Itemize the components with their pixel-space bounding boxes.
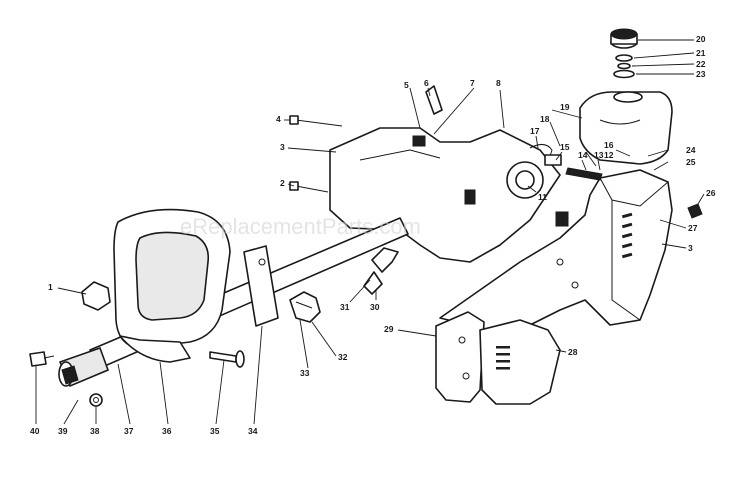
engine-housing [439, 169, 673, 331]
watermark: eReplacementParts.com [180, 214, 421, 239]
callout-38: 38 [90, 426, 100, 436]
nut-38 [89, 393, 103, 407]
callout-37: 37 [124, 426, 134, 436]
callout-3-left: 3 [280, 142, 285, 152]
callout-39: 39 [58, 426, 68, 436]
callout-26: 26 [706, 188, 716, 198]
fuel-cap [610, 28, 638, 79]
leader-lines [35, 39, 705, 425]
callout-25: 25 [686, 157, 696, 167]
clamp-knob [289, 291, 321, 323]
callout-22: 22 [696, 59, 706, 69]
choke-lever [425, 85, 443, 115]
throttle-trigger [363, 247, 399, 295]
callout-28: 28 [568, 347, 578, 357]
callout-3-right: 3 [688, 243, 693, 253]
callout-32: 32 [338, 352, 348, 362]
cooling-vents [621, 212, 633, 259]
callout-11: 11 [538, 192, 547, 202]
callout-2: 2 [280, 178, 285, 188]
fuel-tank [579, 91, 673, 165]
callout-14: 14 [578, 150, 588, 160]
muffler-vents [496, 346, 510, 370]
callout-8: 8 [496, 78, 501, 88]
callout-20: 20 [696, 34, 706, 44]
callout-5: 5 [404, 80, 409, 90]
callout-12: 12 [604, 150, 614, 160]
callout-19: 19 [560, 102, 570, 112]
callout-33: 33 [300, 368, 310, 378]
callout-27: 27 [688, 223, 698, 233]
callout-labels: 1 2 3 4 5 6 7 8 11 12 13 14 15 16 17 18 … [30, 34, 716, 436]
shaft-clamp [243, 245, 279, 327]
spark-plug [544, 154, 603, 181]
callout-34: 34 [248, 426, 258, 436]
screw-26 [687, 203, 703, 219]
callout-35: 35 [210, 426, 220, 436]
muffler-cover [479, 319, 561, 405]
callout-4: 4 [276, 114, 281, 124]
bolt-35 [209, 350, 245, 368]
callout-15: 15 [560, 142, 570, 152]
callout-23: 23 [696, 69, 706, 79]
callout-36: 36 [162, 426, 172, 436]
bolt-40 [29, 351, 55, 367]
callout-16: 16 [604, 140, 614, 150]
callout-40: 40 [30, 426, 40, 436]
callout-31: 31 [340, 302, 350, 312]
callout-7: 7 [470, 78, 475, 88]
screw-2 [289, 181, 329, 193]
callout-30: 30 [370, 302, 380, 312]
callout-18: 18 [540, 114, 550, 124]
callout-21: 21 [696, 48, 706, 58]
shroud-29 [435, 311, 485, 403]
callout-1: 1 [48, 282, 53, 292]
callout-29: 29 [384, 324, 394, 334]
callout-24: 24 [686, 145, 696, 155]
callout-6: 6 [424, 78, 429, 88]
screw-4 [289, 115, 343, 127]
knob-1 [81, 281, 111, 311]
callout-17: 17 [530, 126, 540, 136]
loop-handle [113, 208, 231, 363]
callout-13: 13 [594, 150, 604, 160]
